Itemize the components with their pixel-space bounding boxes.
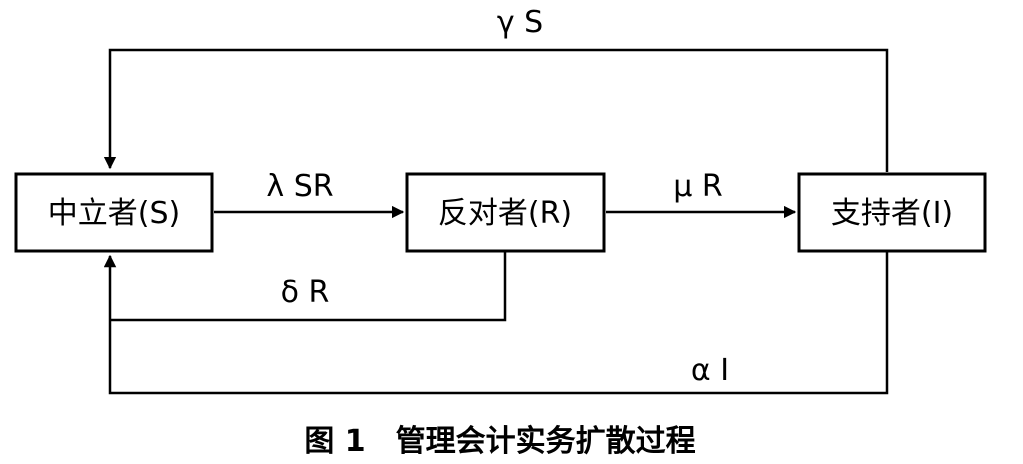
edge-line-supporter-to-neutral-top [103, 48, 889, 172]
edge-label-lambda-sr: λ SR [266, 169, 333, 204]
edge-supporter-to-neutral-bottom: α I [103, 252, 889, 395]
node-label-opponent: 反对者(R) [438, 196, 572, 231]
edge-label-delta-r: δ R [281, 275, 330, 310]
node-supporter: 支持者(I) [797, 172, 987, 253]
node-label-neutral: 中立者(S) [48, 196, 180, 231]
edge-line-supporter-to-neutral-bottom [103, 252, 889, 395]
node-opponent: 反对者(R) [405, 172, 606, 253]
node-label-supporter: 支持者(I) [831, 196, 953, 231]
edge-label-mu-r: μ R [673, 169, 722, 204]
edge-label-gamma-s: γ S [497, 5, 543, 40]
edge-neutral-to-opponent: λ SR [214, 169, 405, 219]
edge-opponent-to-supporter: μ R [606, 169, 797, 219]
edge-label-alpha-i: α I [691, 353, 729, 388]
figure-caption: 图 1 管理会计实务扩散过程 [304, 424, 695, 459]
edge-line-opponent-to-neutral [110, 252, 507, 322]
edge-opponent-to-neutral: δ R [110, 252, 507, 322]
node-neutral: 中立者(S) [14, 172, 214, 253]
edge-supporter-to-neutral-top: γ S [103, 5, 889, 172]
